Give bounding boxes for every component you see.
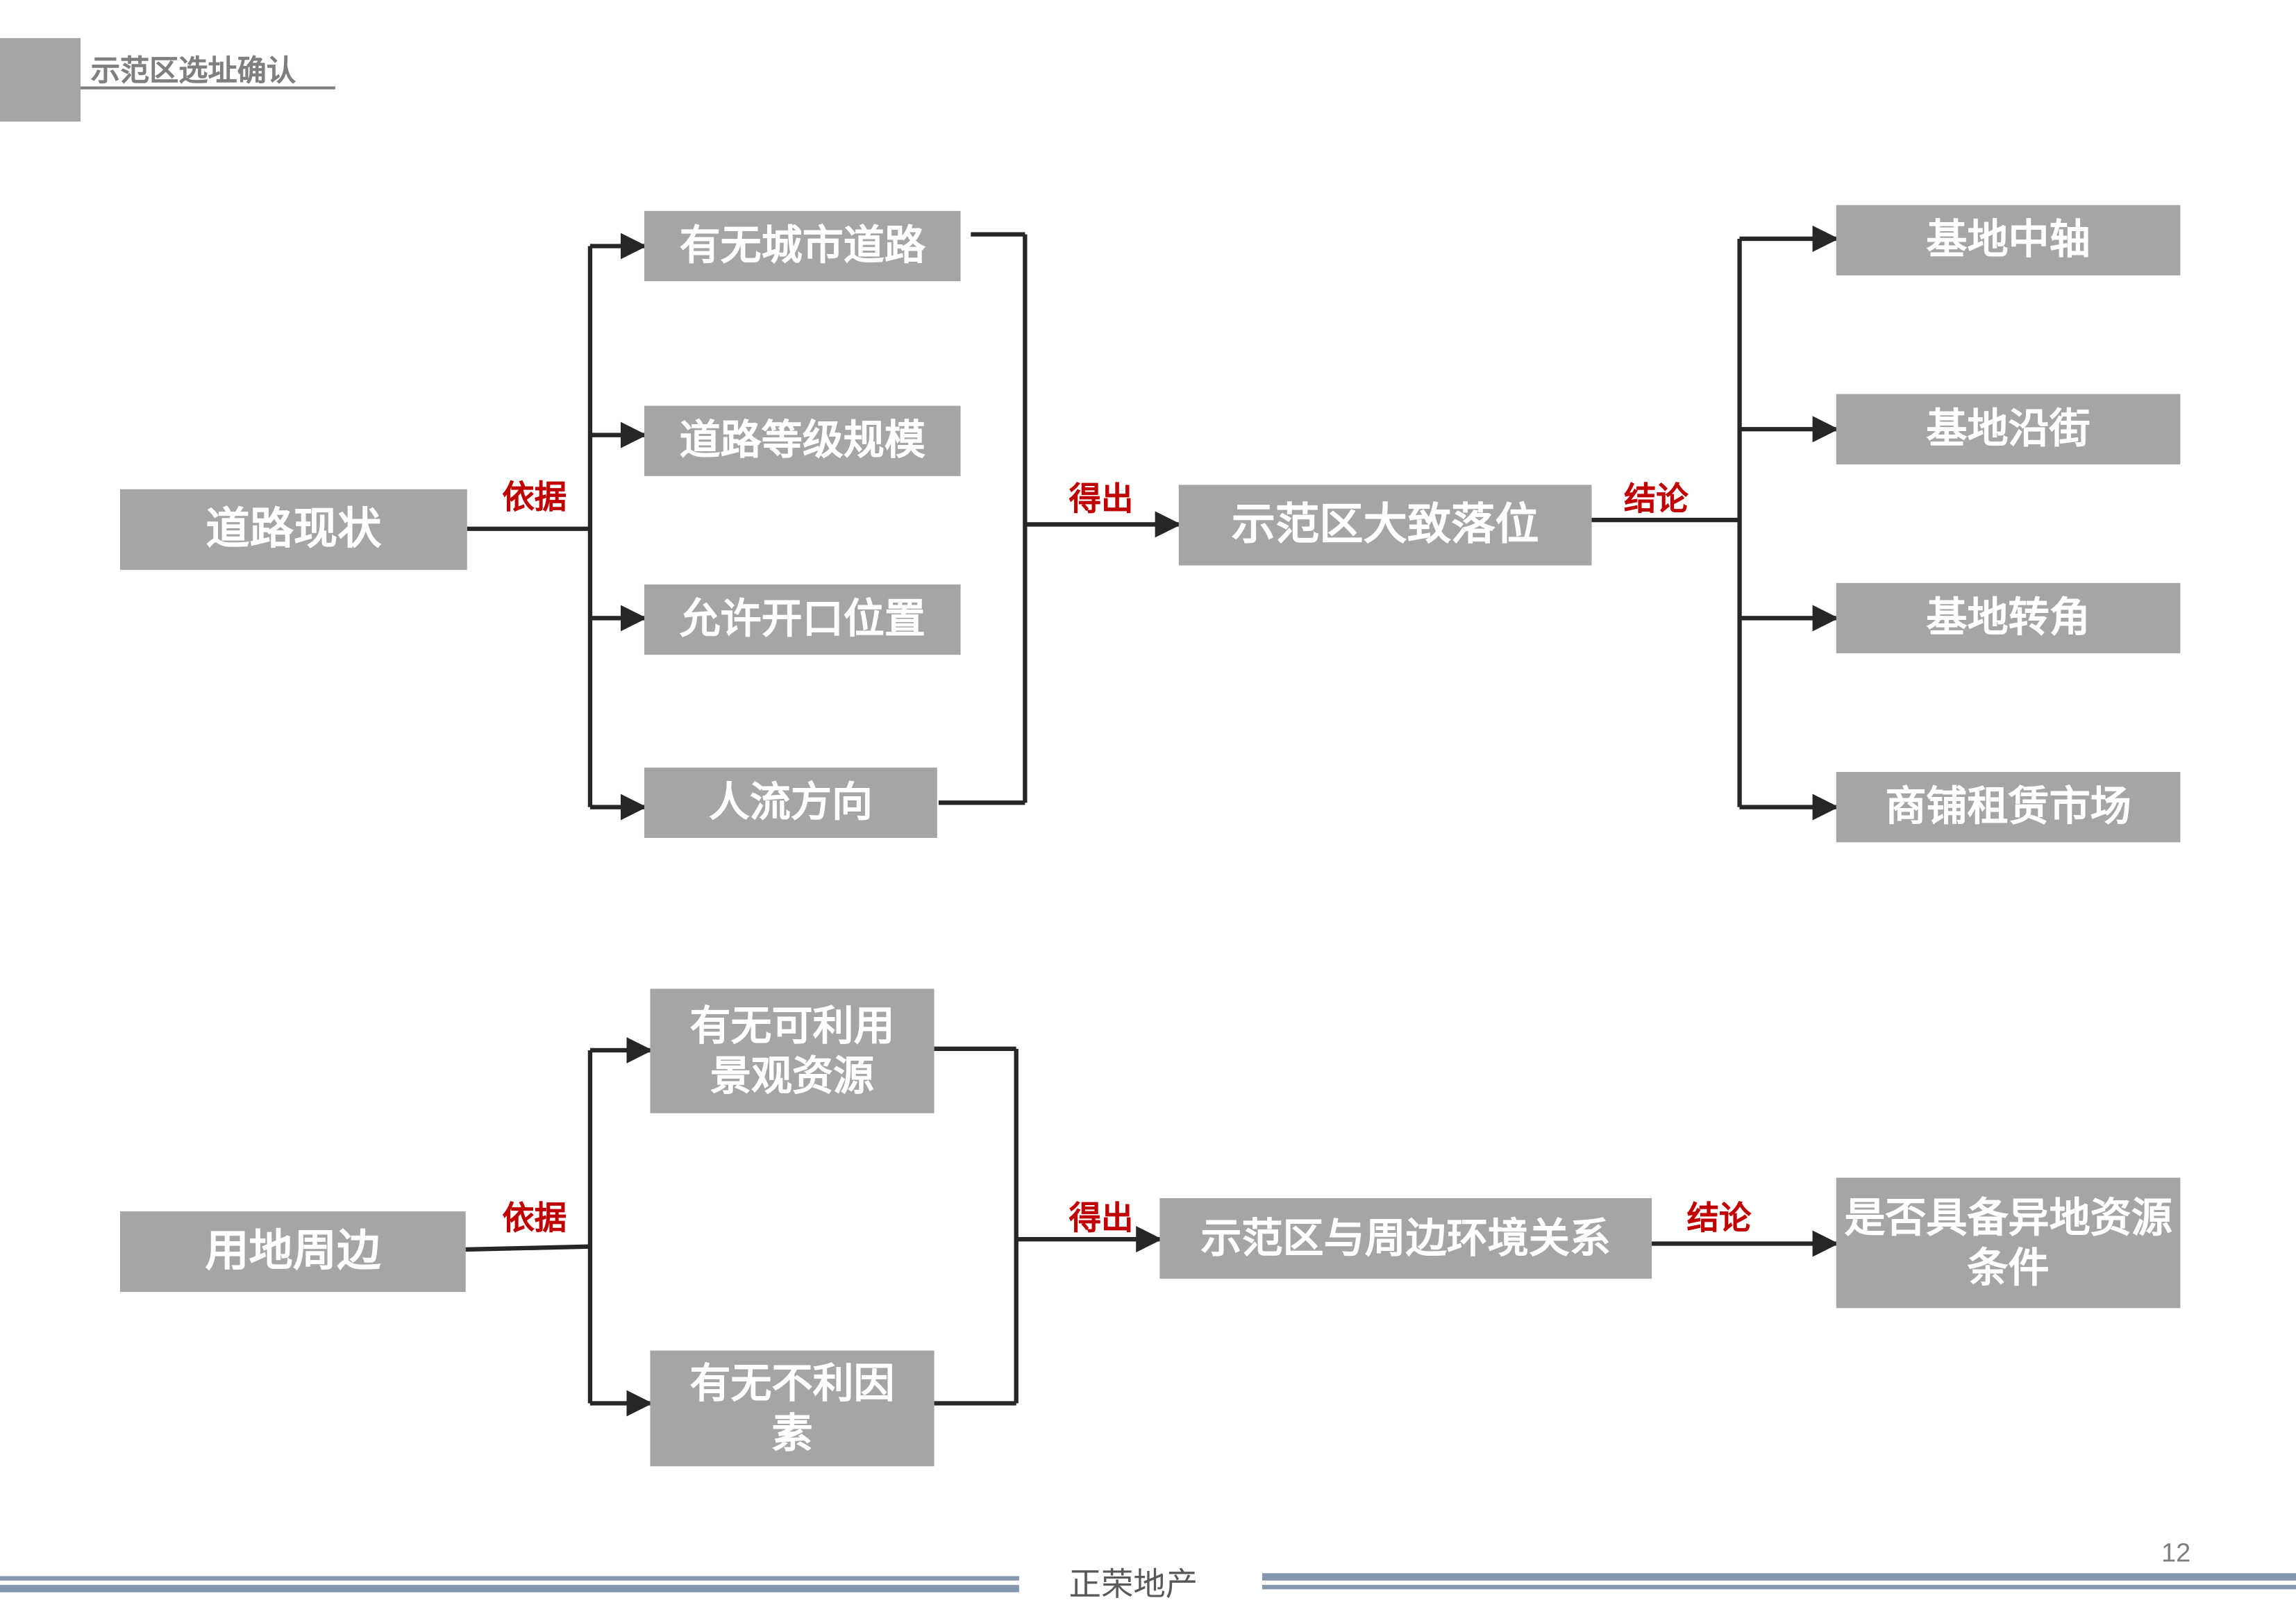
title-underline	[80, 86, 335, 90]
company-name: 正荣地产	[1069, 1565, 1198, 1603]
conclusion-box: 基地沿街	[1836, 394, 2181, 464]
footer-bar-left	[0, 1576, 1019, 1597]
result-box: 示范区大致落位	[1178, 485, 1592, 566]
page-title: 示范区选址确认	[90, 56, 296, 88]
conclusion-label: 结论	[1623, 480, 1689, 517]
factor-box: 有无城市道路	[644, 210, 961, 282]
source-box-surroundings: 用地周边	[119, 1211, 466, 1293]
factor-box: 道路等级规模	[644, 405, 961, 476]
conclusion-label: 结论	[1686, 1200, 1752, 1236]
page-number: 12	[2161, 1538, 2191, 1567]
result-box: 示范区与周边环境关系	[1159, 1198, 1652, 1279]
basis-label: 依据	[502, 1200, 567, 1236]
conclusion-box: 是否具备异地资源条件	[1836, 1177, 2181, 1309]
conclusion-box: 基地转角	[1836, 582, 2181, 654]
factor-box: 有无不利因素	[650, 1350, 935, 1467]
result-label: 得出	[1069, 480, 1134, 517]
conclusion-box: 商铺租赁市场	[1836, 772, 2181, 843]
factor-box: 人流方向	[644, 767, 937, 838]
conclusion-box: 基地中轴	[1836, 205, 2181, 276]
factor-box: 允许开口位置	[644, 584, 961, 655]
footer-bar-right	[1262, 1573, 2296, 1594]
header-block	[0, 37, 81, 122]
basis-label: 依据	[502, 479, 567, 516]
result-label: 得出	[1069, 1200, 1134, 1236]
factor-box: 有无可利用景观资源	[650, 989, 935, 1113]
source-box-road-status: 道路现状	[119, 489, 467, 570]
